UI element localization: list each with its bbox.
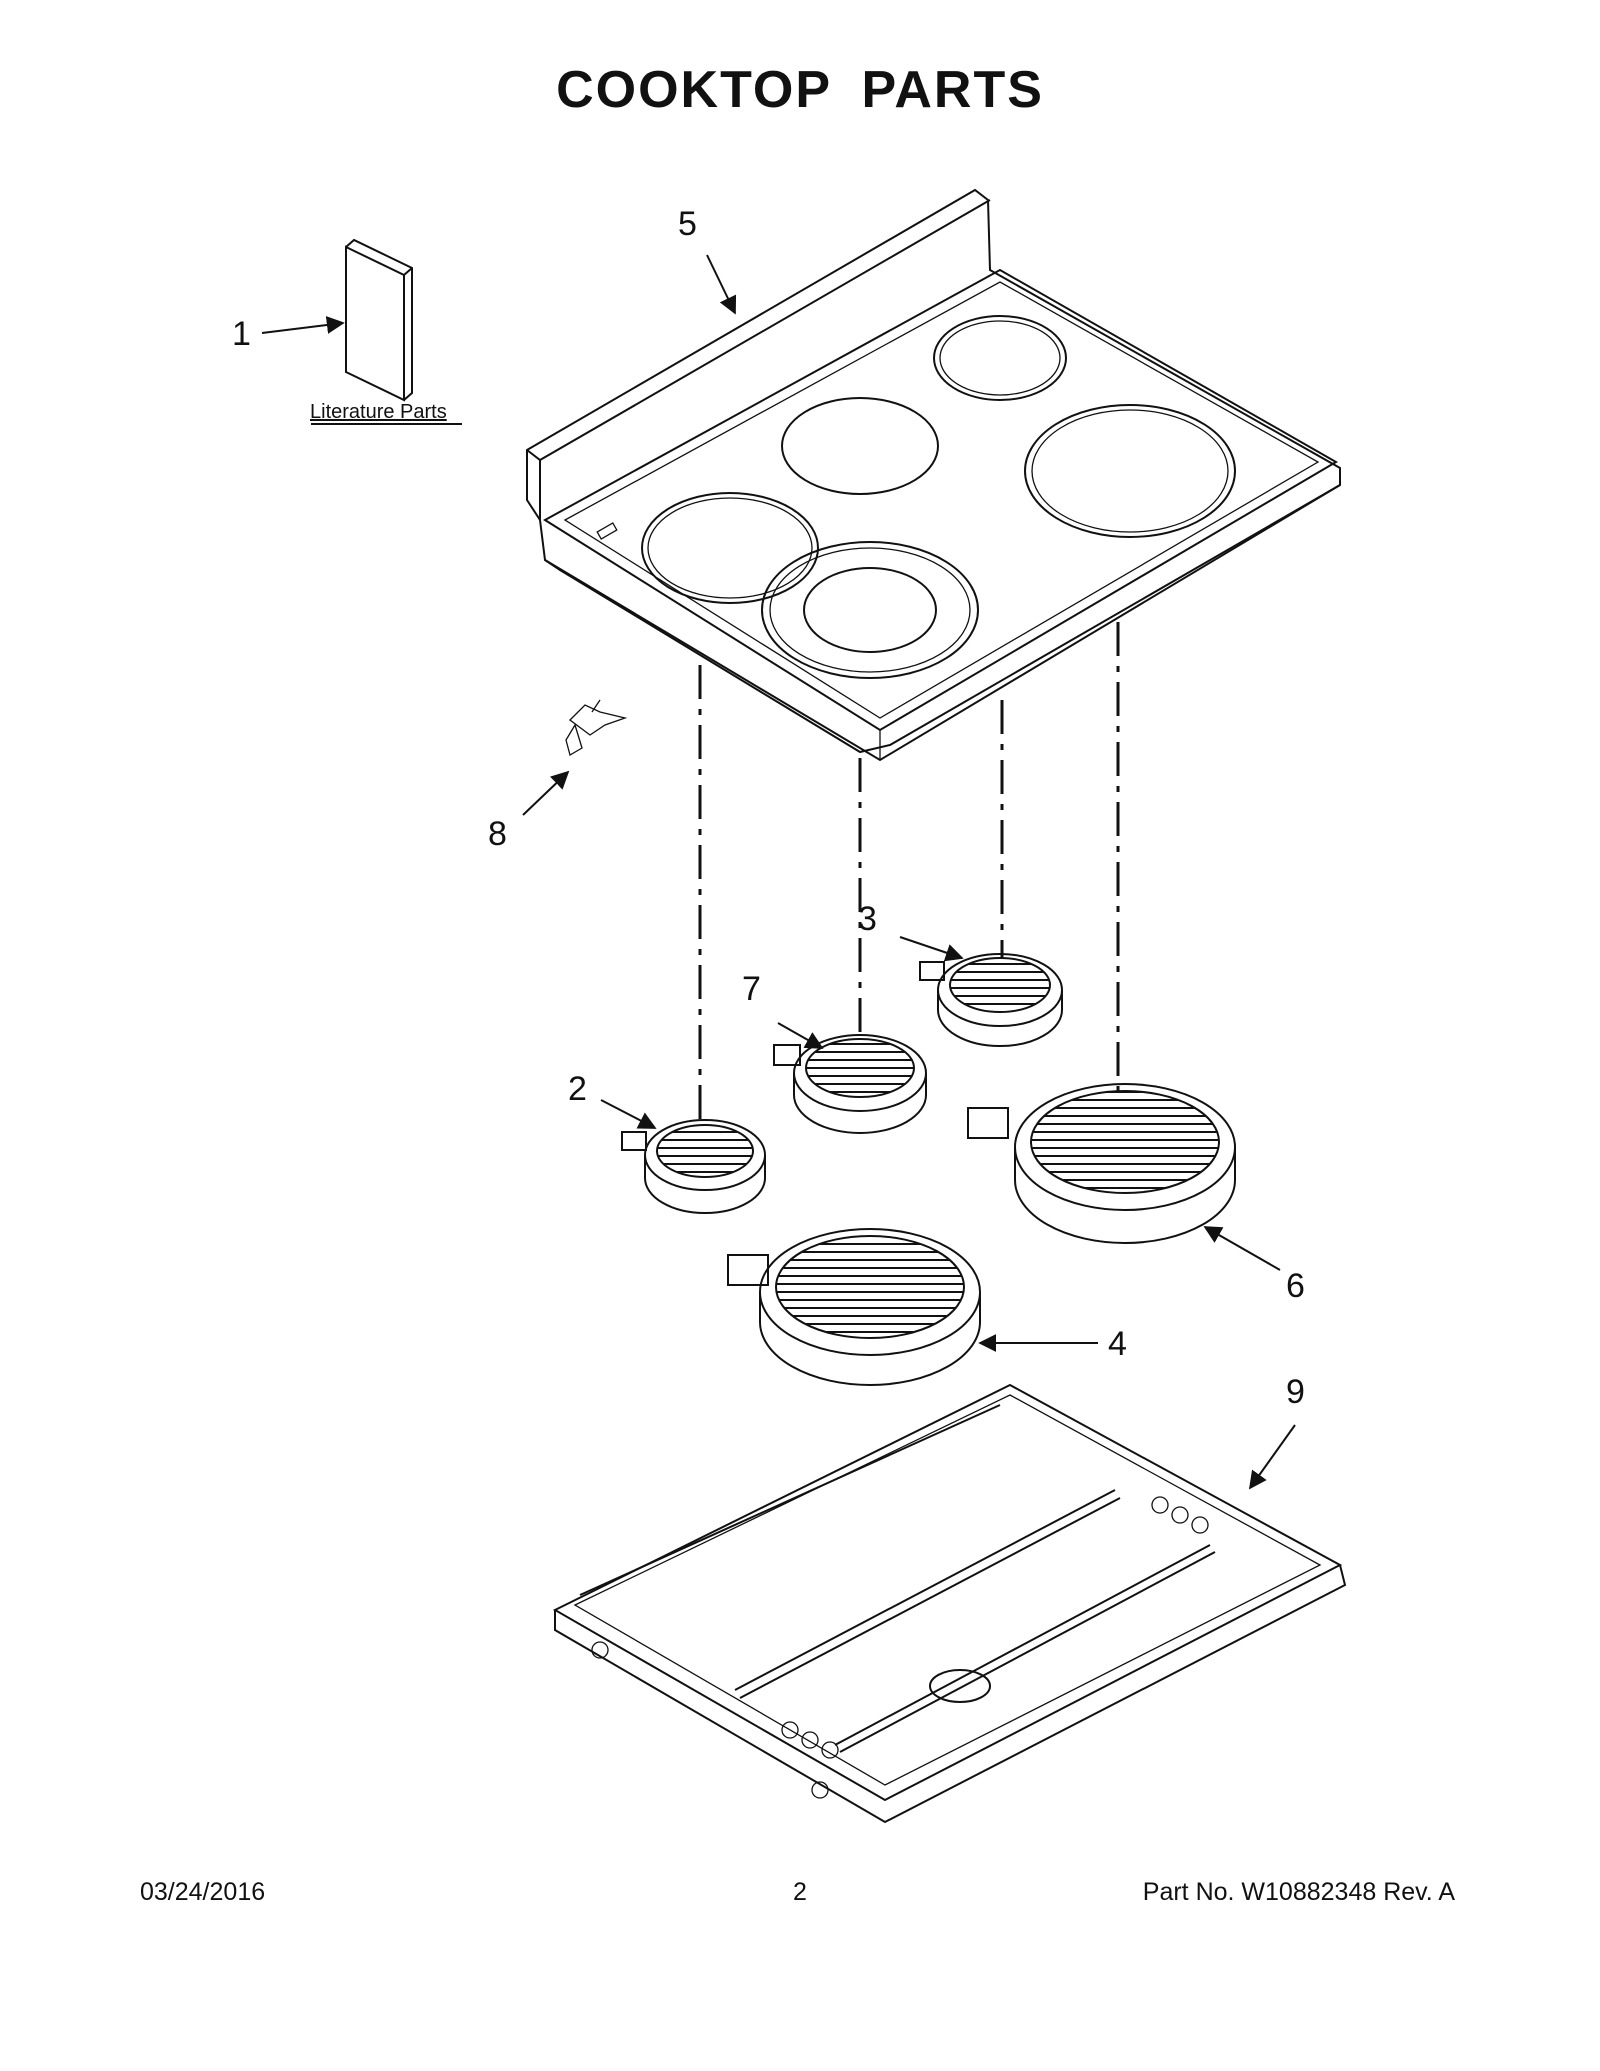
leader-1 bbox=[261, 316, 345, 334]
leader-3 bbox=[899, 936, 964, 962]
footer-date: 03/24/2016 bbox=[140, 1878, 266, 1906]
callout-1: 1 bbox=[232, 315, 251, 353]
leader-2 bbox=[600, 1099, 657, 1129]
leader-6 bbox=[1203, 1226, 1281, 1271]
switch-clip-part bbox=[565, 699, 628, 756]
small-burner-element-3 bbox=[919, 953, 1063, 1047]
literature-parts-book bbox=[345, 238, 413, 402]
page-title: COOKTOP PARTS bbox=[556, 61, 1044, 119]
leader-9 bbox=[1248, 1424, 1296, 1490]
callout-6: 6 bbox=[1286, 1267, 1305, 1305]
callout-4: 4 bbox=[1108, 1325, 1127, 1363]
leader-7 bbox=[777, 1022, 824, 1049]
leader-8 bbox=[522, 770, 570, 816]
large-burner-element-6 bbox=[967, 1083, 1236, 1244]
callout-8: 8 bbox=[488, 815, 507, 853]
burner-box-plate bbox=[552, 1383, 1347, 1824]
callout-3: 3 bbox=[858, 900, 877, 938]
footer-page-number: 2 bbox=[793, 1878, 807, 1906]
callout-2: 2 bbox=[568, 1070, 587, 1108]
large-burner-element-4 bbox=[727, 1228, 981, 1386]
cooktop-main-top bbox=[526, 188, 1341, 762]
literature-parts-label: Literature Parts bbox=[310, 401, 447, 423]
leader-5 bbox=[706, 254, 737, 315]
small-burner-element-2 bbox=[621, 1119, 766, 1214]
callout-9: 9 bbox=[1286, 1373, 1305, 1411]
small-burner-element-7 bbox=[773, 1034, 927, 1134]
callout-7: 7 bbox=[742, 970, 761, 1008]
footer-part-number: Part No. W10882348 Rev. A bbox=[1142, 1878, 1455, 1906]
callout-5: 5 bbox=[678, 205, 697, 243]
